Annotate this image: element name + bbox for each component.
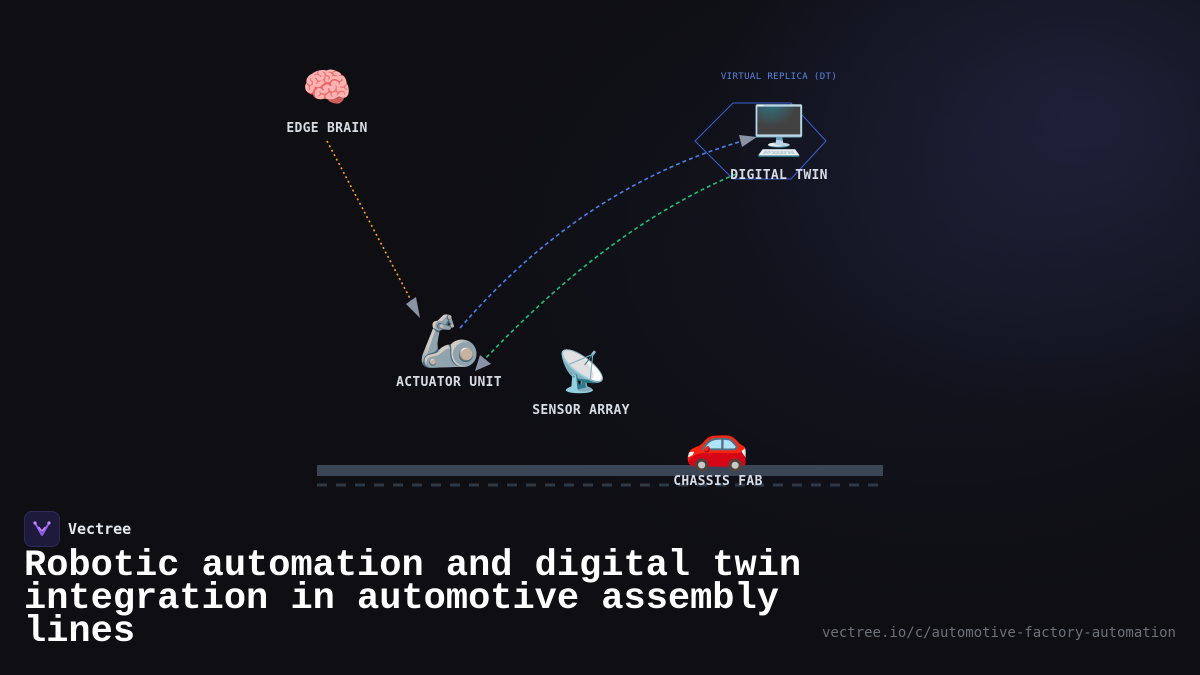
virtual-replica-caption: VIRTUAL REPLICA (DT) bbox=[720, 72, 838, 82]
brand-name: Vectree bbox=[68, 520, 132, 538]
mechanical-arm-icon: 🦾 bbox=[418, 312, 481, 370]
conveyor-belt bbox=[317, 465, 883, 476]
page-url[interactable]: vectree.io/c/automotive-factory-automati… bbox=[821, 625, 1176, 641]
page-title: Robotic automation and digital twin inte… bbox=[24, 545, 802, 653]
digital-twin-hexagon bbox=[694, 102, 827, 180]
brain-icon: 🧠 bbox=[302, 65, 352, 111]
satellite-antenna-icon: 📡 bbox=[557, 349, 607, 395]
chassis-fab-label: CHASSIS FAB bbox=[673, 474, 763, 489]
digital-twin-label: DIGITAL TWIN bbox=[730, 168, 828, 183]
edge-brain-to-actuator-arrowhead bbox=[406, 297, 420, 318]
actuator-unit-label: ACTUATOR UNIT bbox=[396, 375, 502, 390]
digital-twin-to-sensor-connector bbox=[483, 173, 737, 361]
sensor-array-label: SENSOR ARRAY bbox=[532, 403, 630, 418]
car-icon: 🚗 bbox=[684, 414, 750, 474]
desktop-computer-icon: 🖥️ bbox=[749, 103, 809, 159]
brand: Vectree bbox=[24, 511, 132, 547]
vectree-logo-icon bbox=[24, 511, 60, 547]
actuator-to-digital-twin-connector bbox=[459, 139, 747, 329]
actuator-to-digital-twin-arrowhead bbox=[739, 135, 757, 147]
edge-brain-to-actuator-connector bbox=[326, 140, 415, 307]
edge-brain-label: EDGE BRAIN bbox=[286, 121, 368, 136]
digital-twin-to-sensor-arrowhead bbox=[475, 355, 491, 371]
